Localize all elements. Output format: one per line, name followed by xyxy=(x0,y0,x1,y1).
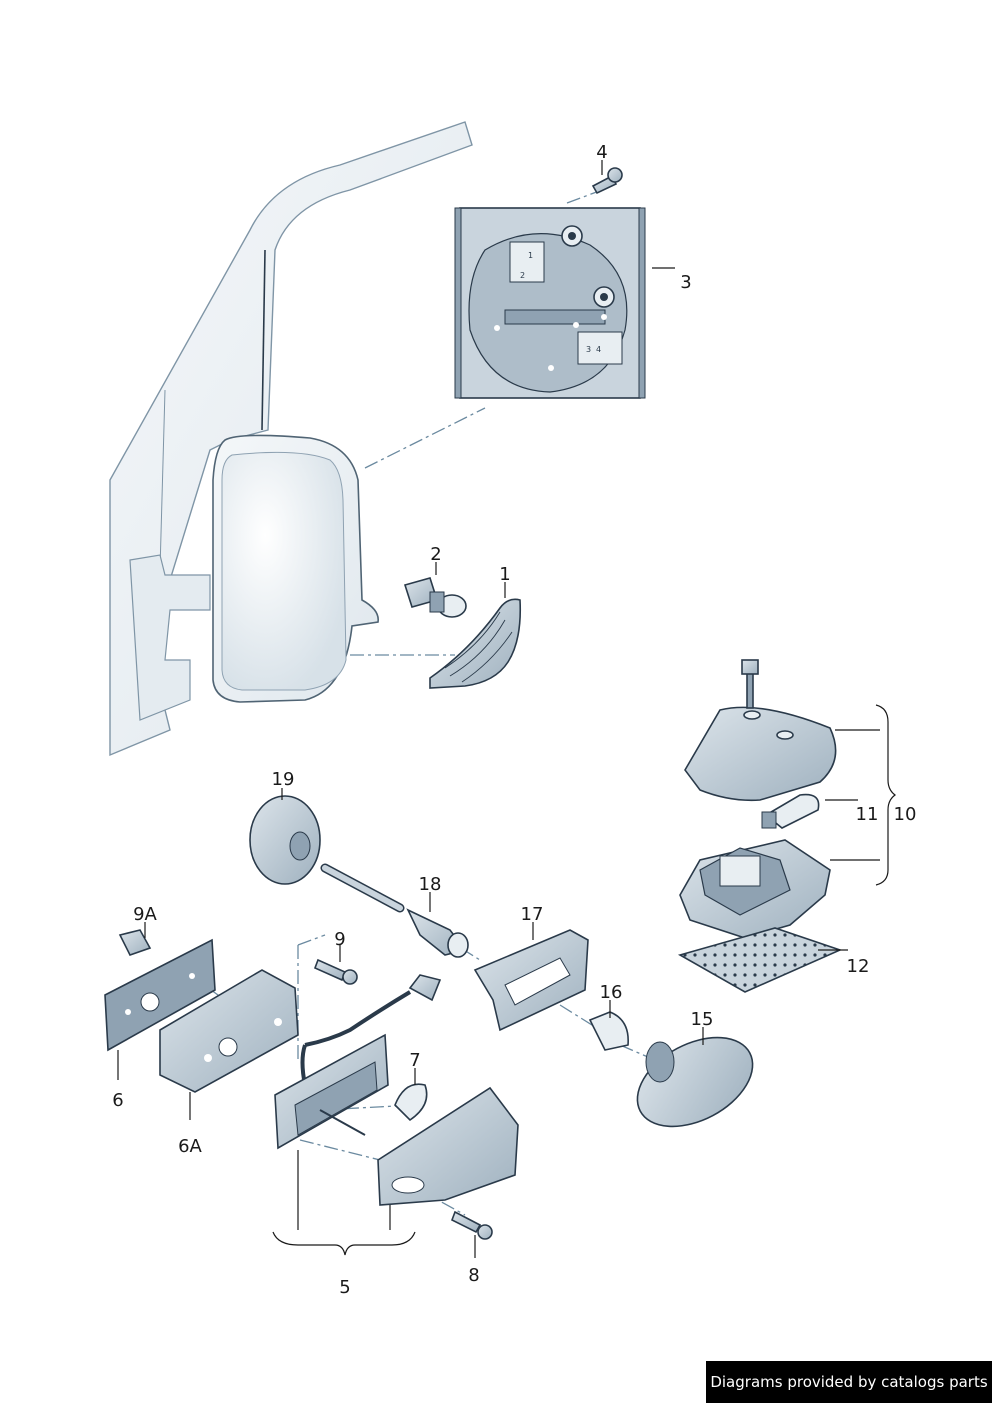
clip-part-9a xyxy=(118,929,152,956)
grommet-part-19 xyxy=(249,795,321,885)
callout-7: 7 xyxy=(409,1050,420,1071)
turn-signal-lens-part-1 xyxy=(429,598,522,689)
actuator-label-2: 2 xyxy=(520,271,525,280)
actuator-label-4: 4 xyxy=(596,345,601,354)
mirror-housing xyxy=(212,434,379,703)
callout-labels: 4 3 2 1 19 18 17 9 9A 16 15 7 6 6A 8 5 1… xyxy=(112,142,916,1298)
callout-5: 5 xyxy=(339,1277,350,1298)
callout-12: 12 xyxy=(847,956,870,977)
callout-6a: 6A xyxy=(178,1136,202,1157)
callout-16: 16 xyxy=(600,982,623,1003)
side-marker-lens-part-15 xyxy=(636,1036,754,1128)
screw-part-4 xyxy=(591,167,623,195)
callout-10: 10 xyxy=(894,804,917,825)
callout-6: 6 xyxy=(112,1090,123,1111)
leader-lines xyxy=(117,160,897,1258)
callout-19: 19 xyxy=(272,769,295,790)
van-door-silhouette xyxy=(109,121,473,757)
bulb-part-16 xyxy=(588,1011,629,1051)
mirror-actuator-part-3: 1 2 3 4 xyxy=(454,207,646,399)
callout-3: 3 xyxy=(680,272,691,293)
callout-8: 8 xyxy=(468,1265,479,1286)
lamp-base-part-10 xyxy=(679,839,831,939)
actuator-label-3: 3 xyxy=(586,345,591,354)
actuator-label-1: 1 xyxy=(528,251,533,260)
callout-17: 17 xyxy=(521,904,544,925)
screw-part-9 xyxy=(313,958,358,985)
gasket-part-12 xyxy=(677,927,843,993)
callout-18: 18 xyxy=(419,874,442,895)
bulb-part-11 xyxy=(761,793,820,829)
callout-11: 11 xyxy=(856,804,879,825)
callout-2: 2 xyxy=(430,544,441,565)
bulb-part-7 xyxy=(394,1083,428,1122)
wire-harness-part-18 xyxy=(320,863,469,958)
callout-15: 15 xyxy=(691,1009,714,1030)
callout-1: 1 xyxy=(499,564,510,585)
bulb-socket-part-2 xyxy=(403,577,467,618)
callout-9: 9 xyxy=(334,929,345,950)
lamp-assembly-part-5 xyxy=(274,974,442,1150)
housing-part-6a xyxy=(159,969,299,1093)
callout-9a: 9A xyxy=(133,904,157,925)
credit-banner: Diagrams provided by catalogs parts xyxy=(706,1361,992,1403)
bracket-part-17 xyxy=(473,929,589,1032)
callout-4: 4 xyxy=(596,142,607,163)
gasket-plate-part-6 xyxy=(104,938,216,1052)
screw-part-8 xyxy=(450,1210,493,1240)
lamp-lens-part-5 xyxy=(377,1086,519,1206)
lamp-cover-part-10 xyxy=(684,659,837,802)
